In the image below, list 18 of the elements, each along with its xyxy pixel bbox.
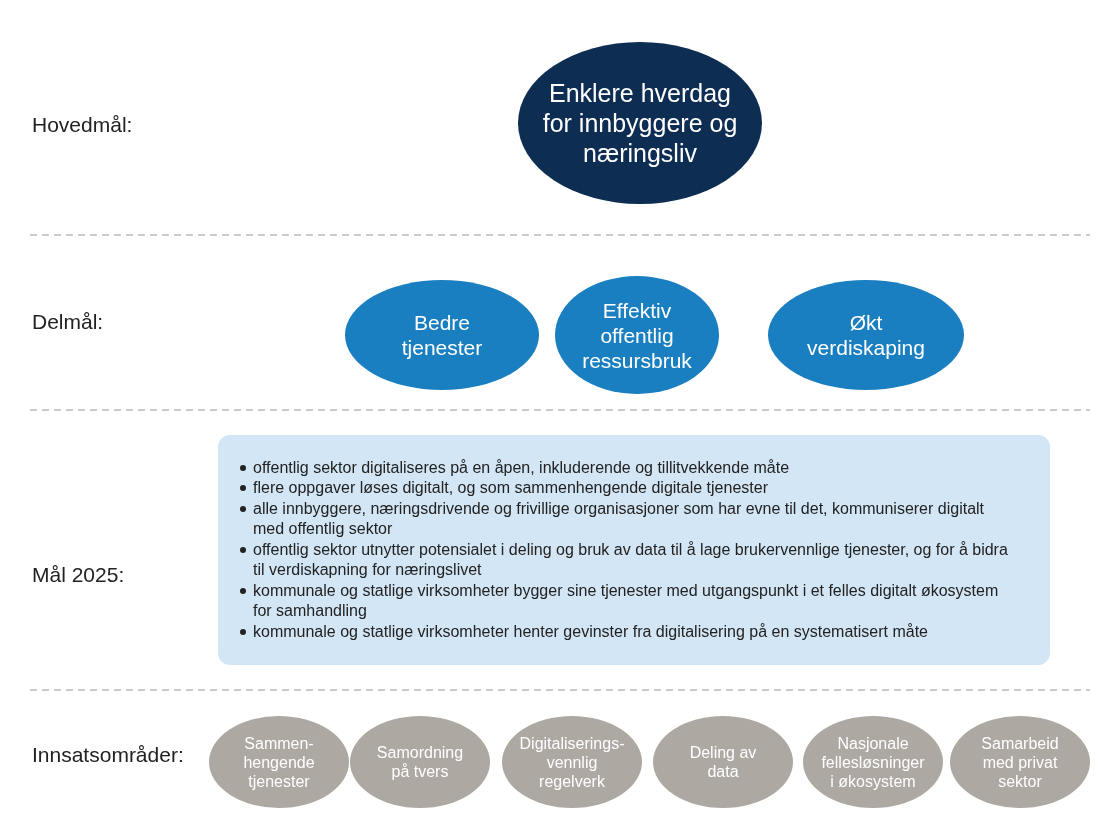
ellipse-text: Nasjonale fellesløsninger i økosystem: [821, 733, 925, 791]
row-heading: Hovedmål:: [32, 113, 133, 137]
ellipse-text: Enklere hverdag for innbyggere og næringsliv: [541, 78, 739, 168]
row-heading: Innsatsområder:: [32, 743, 184, 767]
ellipse-text: Samordning på tvers: [375, 743, 465, 781]
goals-panel: [218, 435, 1050, 665]
row-heading: Mål 2025:: [32, 563, 125, 587]
goal-bullet-text: offentlig sektor digitaliseres på en åpen, inkluderende og tillitvekkende måte: [253, 457, 790, 478]
goal-bullet-text: kommunale og statlige virksomheter henter gevinster fra digitalisering på en systematisert måte: [253, 621, 928, 642]
ellipse-text: Bedre tjenester: [400, 310, 484, 360]
ellipse-text: Sammen- hengende tjenester: [242, 733, 316, 791]
goal-bullet-text: flere oppgaver løses digitalt, og som sammenhengende digitale tjenester: [253, 478, 768, 499]
ellipse-text: Samarbeid med privat sektor: [980, 733, 1060, 791]
ellipse-text: Effektiv offentlig ressursbruk: [582, 297, 692, 373]
ellipse-text: Deling av data: [688, 743, 758, 781]
row-heading: Delmål:: [32, 310, 104, 334]
ellipse-text: Økt verdiskaping: [807, 310, 925, 360]
ellipse-text: Digitaliserings- vennlig regelverk: [519, 733, 625, 791]
